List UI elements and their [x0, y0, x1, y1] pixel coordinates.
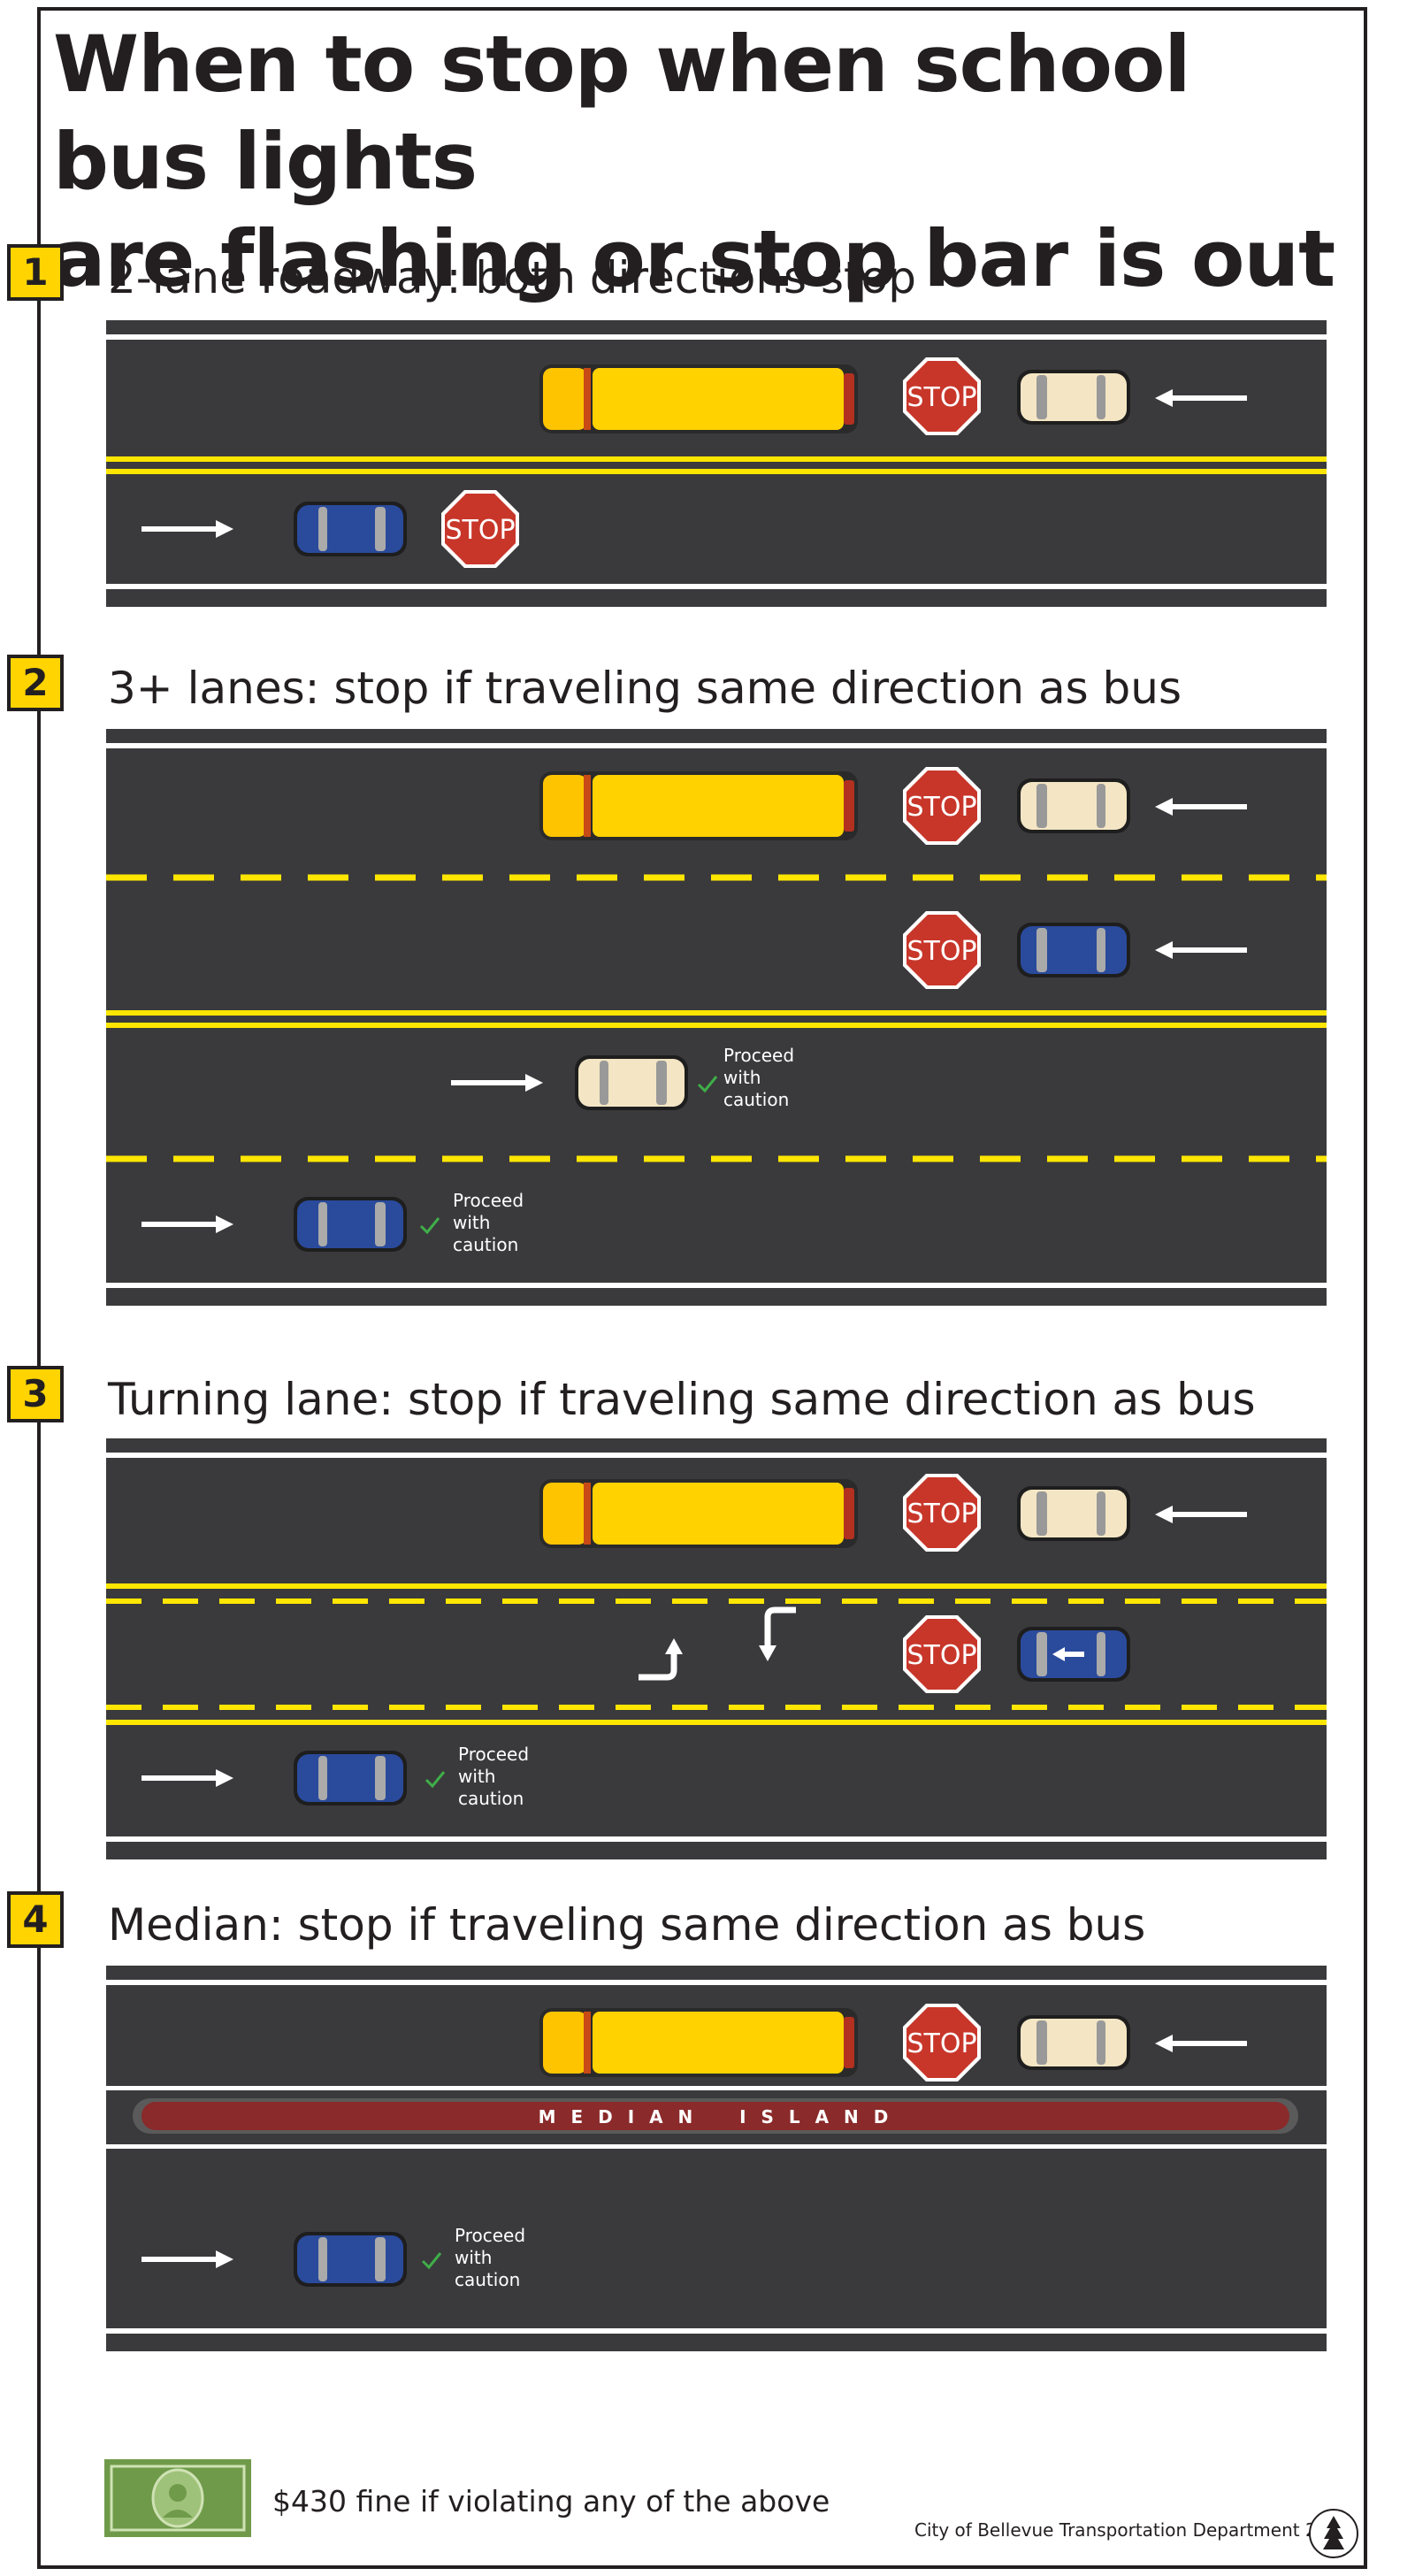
cream-car — [1017, 2015, 1130, 2070]
stop-sign-label: STOP — [445, 515, 515, 546]
school-bus — [539, 364, 858, 433]
left-arrow-icon — [1155, 1506, 1247, 1523]
stop-sign-icon: STOP — [903, 2004, 981, 2082]
proceed-caution-note: Proceed with caution — [453, 1190, 529, 1255]
right-arrow-icon — [142, 1769, 233, 1787]
section-2-road-diagram: STOP STOP Proceed with caution — [106, 729, 1327, 1306]
check-icon — [421, 2252, 442, 2270]
stop-sign-icon: STOP — [903, 911, 981, 989]
proceed-caution-note: Proceed with caution — [723, 1045, 799, 1110]
school-bus — [539, 1479, 858, 1548]
city-seal-icon — [1309, 2509, 1358, 2558]
right-arrow-icon — [142, 2250, 233, 2268]
section-4-road-diagram: STOP M E D I A N I S L A N D Proceed wit… — [106, 1966, 1327, 2351]
stop-sign-label: STOP — [906, 382, 976, 413]
left-arrow-icon — [1155, 2035, 1247, 2052]
proceed-caution-note: Proceed with caution — [458, 1744, 534, 1809]
section-3-badge: 3 — [7, 1366, 64, 1422]
stop-sign-label: STOP — [906, 1640, 976, 1671]
median-island: M E D I A N I S L A N D — [133, 2098, 1298, 2134]
title-line-2: are flashing or stop bar is out — [53, 213, 1335, 304]
stop-sign-label: STOP — [906, 1499, 976, 1530]
blue-car — [294, 2232, 407, 2287]
median-island-label: M E D I A N I S L A N D — [539, 2106, 893, 2128]
section-3-heading: Turning lane: stop if traveling same dir… — [108, 1374, 1256, 1425]
check-icon — [697, 1076, 718, 1093]
cream-car — [1017, 370, 1130, 425]
cream-car — [1017, 778, 1130, 833]
check-icon — [424, 1771, 446, 1789]
section-1-heading: 2-lane roadway: both directions stop — [108, 252, 916, 303]
blue-car — [294, 1197, 407, 1252]
left-arrow-icon — [1155, 798, 1247, 816]
stop-sign-icon: STOP — [903, 767, 981, 845]
section-2-badge: 2 — [7, 655, 64, 711]
blue-car — [294, 1751, 407, 1806]
stop-sign-label: STOP — [906, 792, 976, 823]
left-arrow-icon — [1155, 389, 1247, 407]
right-arrow-icon — [142, 1215, 233, 1233]
section-3-road-diagram: STOP STOP Proceed — [106, 1438, 1327, 1859]
right-arrow-icon — [142, 520, 233, 538]
blue-car — [1017, 923, 1130, 978]
proceed-caution-note: Proceed with caution — [455, 2225, 531, 2290]
stop-sign-icon: STOP — [903, 1474, 981, 1552]
left-arrow-icon — [1155, 941, 1247, 959]
poster-frame — [37, 7, 1367, 2569]
school-bus — [539, 2008, 858, 2077]
cream-car — [1017, 1486, 1130, 1541]
cream-car — [575, 1055, 688, 1110]
school-bus — [539, 771, 858, 840]
credit-line: City of Bellevue Transportation Departme… — [914, 2519, 1350, 2541]
turn-arrow-icon — [759, 1606, 796, 1661]
blue-car — [294, 502, 407, 556]
section-1-road-diagram: STOP STOP — [106, 320, 1327, 607]
page-title: When to stop when school bus lights are … — [53, 16, 1362, 308]
section-4-heading: Median: stop if traveling same direction… — [108, 1899, 1146, 1951]
section-4-badge: 4 — [7, 1891, 64, 1948]
fine-notice: $430 fine if violating any of the above — [272, 2484, 830, 2518]
stop-sign-icon: STOP — [441, 490, 519, 568]
stop-sign-label: STOP — [906, 2028, 976, 2059]
stop-sign-label: STOP — [906, 936, 976, 967]
title-line-1: When to stop when school bus lights — [53, 19, 1191, 207]
stop-sign-icon: STOP — [903, 1615, 981, 1693]
stop-sign-icon: STOP — [903, 357, 981, 435]
dollar-bill-icon — [104, 2459, 251, 2537]
right-arrow-icon — [451, 1074, 543, 1092]
check-icon — [419, 1217, 440, 1235]
left-arrow-icon — [1052, 1647, 1084, 1661]
turn-arrow-icon — [639, 1638, 683, 1681]
section-1-badge: 1 — [7, 244, 64, 301]
section-2-heading: 3+ lanes: stop if traveling same directi… — [108, 663, 1182, 714]
blue-car-turning — [1017, 1627, 1130, 1682]
